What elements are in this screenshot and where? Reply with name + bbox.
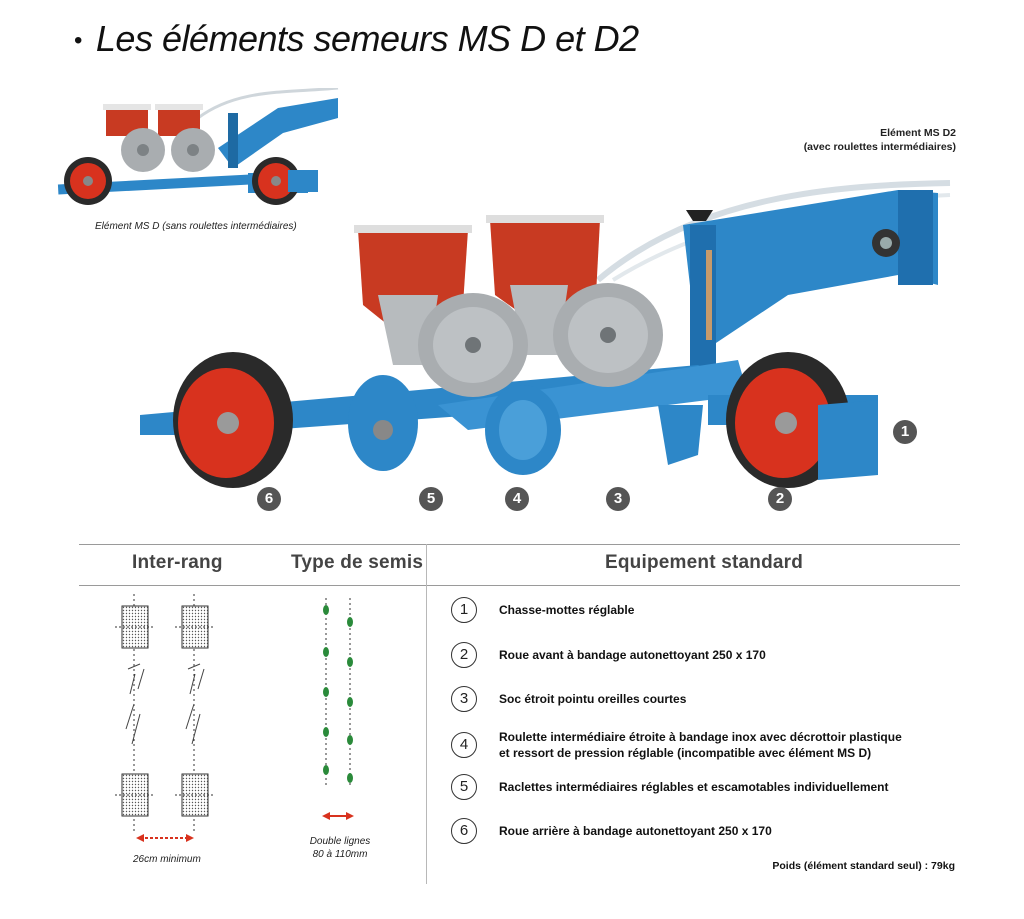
small-seeder-image [57,88,339,205]
table-top-rule [79,544,960,545]
weight-note: Poids (élément standard seul) : 79kg [772,860,955,872]
equipment-label: Roue avant à bandage autonettoyant 250 x… [499,647,766,662]
callout-6: 6 [257,487,281,511]
equipment-number: 3 [451,686,477,712]
header-type-semis: Type de semis [291,552,424,573]
main-image-caption: Elément MS D2 (avec roulettes intermédia… [804,127,956,154]
header-inter-rang: Inter-rang [132,552,223,573]
header-equipement: Equipement standard [605,552,804,573]
equipment-label-line1: Roulette intermédiaire étroite à bandage… [499,730,902,744]
equipment-item-4: 4 Roulette intermédiaire étroite à banda… [451,729,902,761]
callout-2: 2 [768,487,792,511]
table-column-divider [426,544,427,884]
equipment-label-line2: et ressort de pression réglable (incompa… [499,746,872,761]
equipment-label: Raclettes intermédiaires réglables et es… [499,779,889,794]
equipment-label: Roue arrière à bandage autonettoyant 250… [499,823,772,838]
page-title: • Les éléments semeurs MS D et D2 [74,18,639,60]
equipment-item-2: 2 Roue avant à bandage autonettoyant 250… [451,642,766,668]
main-caption-line2: (avec roulettes intermédiaires) [803,140,956,153]
equipment-item-1: 1 Chasse-mottes réglable [451,597,634,623]
callout-4: 4 [505,487,529,511]
table-header-rule [79,585,960,586]
small-image-caption: Elément MS D (sans roulettes intermédiai… [95,221,297,232]
inter-rang-diagram [115,594,215,842]
callout-1: 1 [893,420,917,444]
equipment-number: 1 [451,597,477,623]
equipment-item-6: 6 Roue arrière à bandage autonettoyant 2… [451,818,772,844]
equipment-item-5: 5 Raclettes intermédiaires réglables et … [451,774,889,800]
equipment-item-3: 3 Soc étroit pointu oreilles courtes [451,686,686,712]
semis-caption-line1: Double lignes [309,836,371,847]
callout-3: 3 [606,487,630,511]
inter-rang-caption: 26cm minimum [133,854,201,865]
type-semis-diagram [322,598,354,820]
type-semis-caption: Double lignes 80 à 110mm [300,836,380,861]
equipment-label: Roulette intermédiaire étroite à bandage… [499,729,902,761]
main-caption-line1: Elément MS D2 [880,127,956,139]
equipment-number: 6 [451,818,477,844]
title-text: Les éléments semeurs MS D et D2 [95,18,639,59]
equipment-label: Chasse-mottes réglable [499,602,635,617]
equipment-number: 4 [451,732,477,759]
equipment-number: 2 [451,642,477,668]
equipment-number: 5 [451,774,477,800]
semis-caption-line2: 80 à 110mm [312,848,368,860]
main-seeder-image [140,180,951,488]
equipment-label: Soc étroit pointu oreilles courtes [499,691,687,706]
callout-5: 5 [419,487,443,511]
title-bullet: • [74,27,82,55]
